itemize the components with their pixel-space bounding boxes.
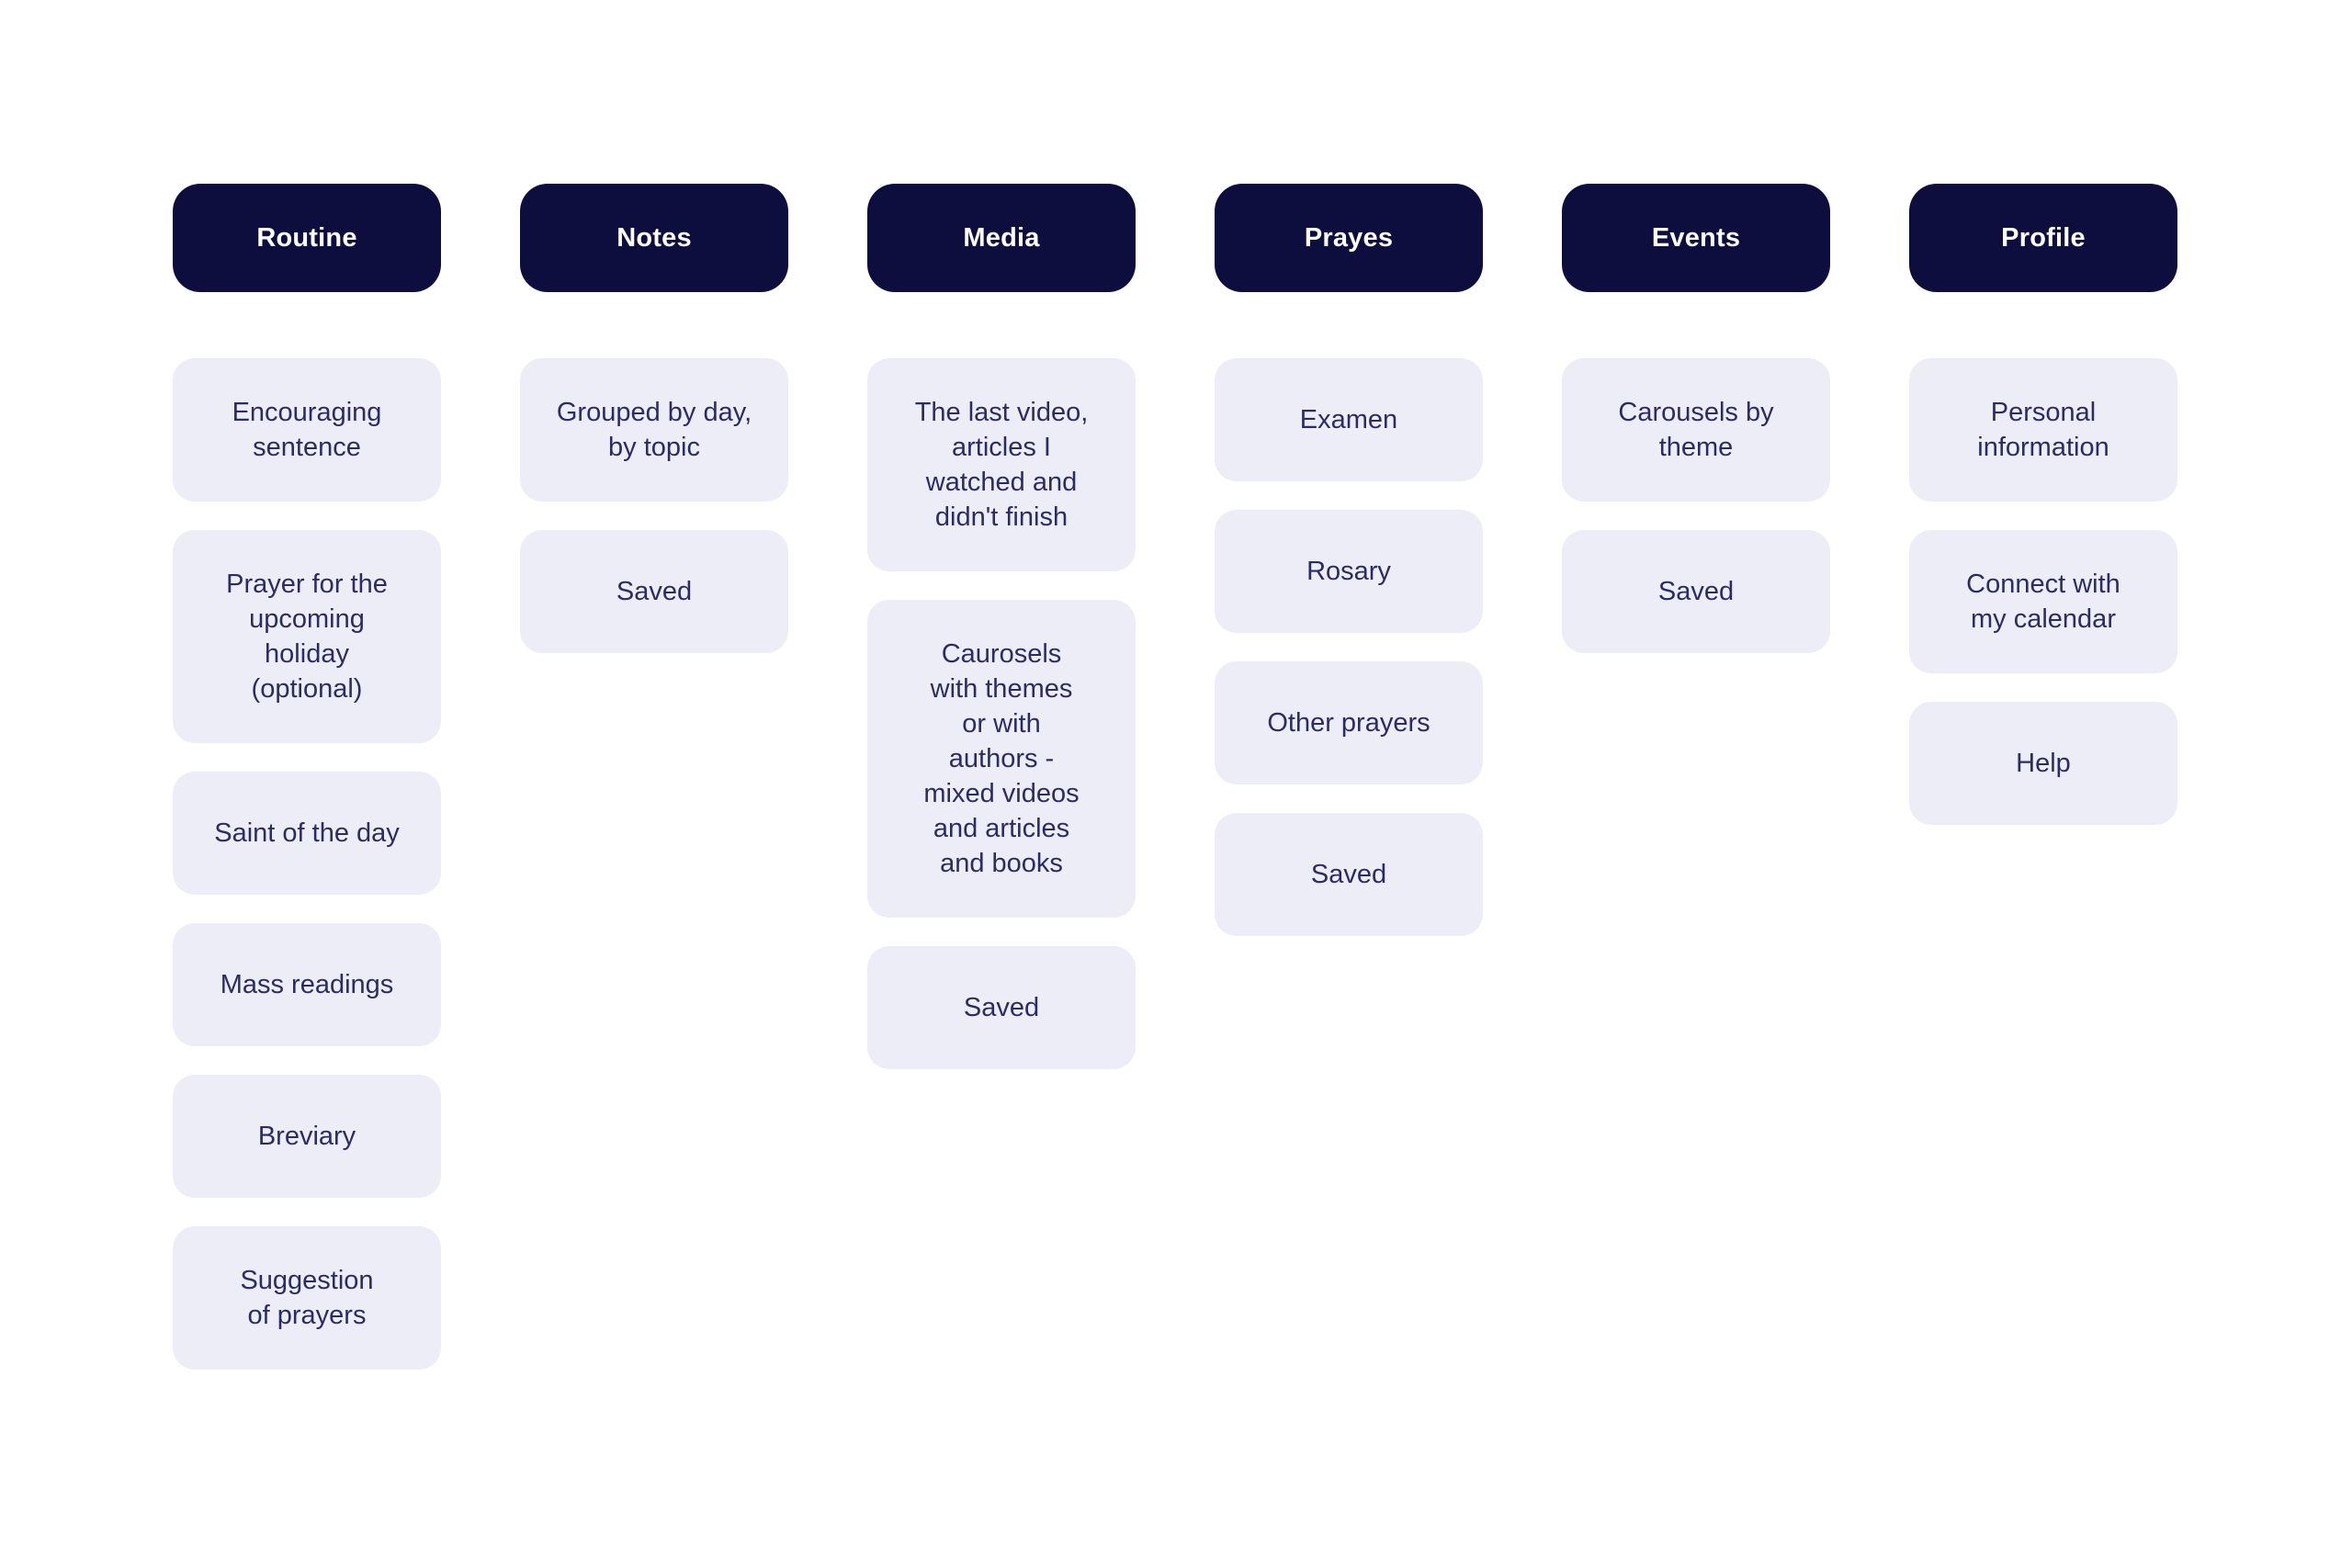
column-prayes-cards: Examen Rosary Other prayers Saved (1215, 358, 1483, 936)
card-prayes-saved: Saved (1215, 813, 1483, 936)
column-profile-cards: Personal information Connect with my cal… (1909, 358, 2177, 825)
column-notes-cards: Grouped by day, by topic Saved (520, 358, 788, 653)
card-events-saved: Saved (1562, 530, 1830, 653)
column-media: Media The last video, articles I watched… (867, 184, 1136, 1370)
card-notes-saved: Saved (520, 530, 788, 653)
card-carousels-by-theme: Carousels by theme (1562, 358, 1830, 502)
card-grouped-by-day-topic: Grouped by day, by topic (520, 358, 788, 502)
column-events-cards: Carousels by theme Saved (1562, 358, 1830, 653)
card-rosary: Rosary (1215, 510, 1483, 633)
column-routine-cards: Encouraging sentence Prayer for the upco… (173, 358, 441, 1370)
card-encouraging-sentence: Encouraging sentence (173, 358, 441, 502)
column-media-cards: The last video, articles I watched and d… (867, 358, 1136, 1069)
sitemap-board: Routine Encouraging sentence Prayer for … (173, 184, 2177, 1370)
column-routine: Routine Encouraging sentence Prayer for … (173, 184, 441, 1370)
card-other-prayers: Other prayers (1215, 661, 1483, 784)
column-header-routine: Routine (173, 184, 441, 292)
card-help: Help (1909, 702, 2177, 825)
card-carousels-themes-authors: Caurosels with themes or with authors - … (867, 600, 1136, 918)
card-saint-of-the-day: Saint of the day (173, 772, 441, 895)
column-header-prayes: Prayes (1215, 184, 1483, 292)
card-examen: Examen (1215, 358, 1483, 481)
column-header-profile: Profile (1909, 184, 2177, 292)
card-connect-with-calendar: Connect with my calendar (1909, 530, 2177, 673)
column-header-media: Media (867, 184, 1136, 292)
column-header-notes: Notes (520, 184, 788, 292)
card-personal-information: Personal information (1909, 358, 2177, 502)
column-prayes: Prayes Examen Rosary Other prayers Saved (1215, 184, 1483, 1370)
card-last-video-articles: The last video, articles I watched and d… (867, 358, 1136, 571)
card-media-saved: Saved (867, 946, 1136, 1069)
column-profile: Profile Personal information Connect wit… (1909, 184, 2177, 1370)
column-notes: Notes Grouped by day, by topic Saved (520, 184, 788, 1370)
card-prayer-upcoming-holiday: Prayer for the upcoming holiday (optiona… (173, 530, 441, 743)
column-header-events: Events (1562, 184, 1830, 292)
card-mass-readings: Mass readings (173, 923, 441, 1046)
column-events: Events Carousels by theme Saved (1562, 184, 1830, 1370)
card-suggestion-of-prayers: Suggestion of prayers (173, 1226, 441, 1370)
card-breviary: Breviary (173, 1075, 441, 1198)
